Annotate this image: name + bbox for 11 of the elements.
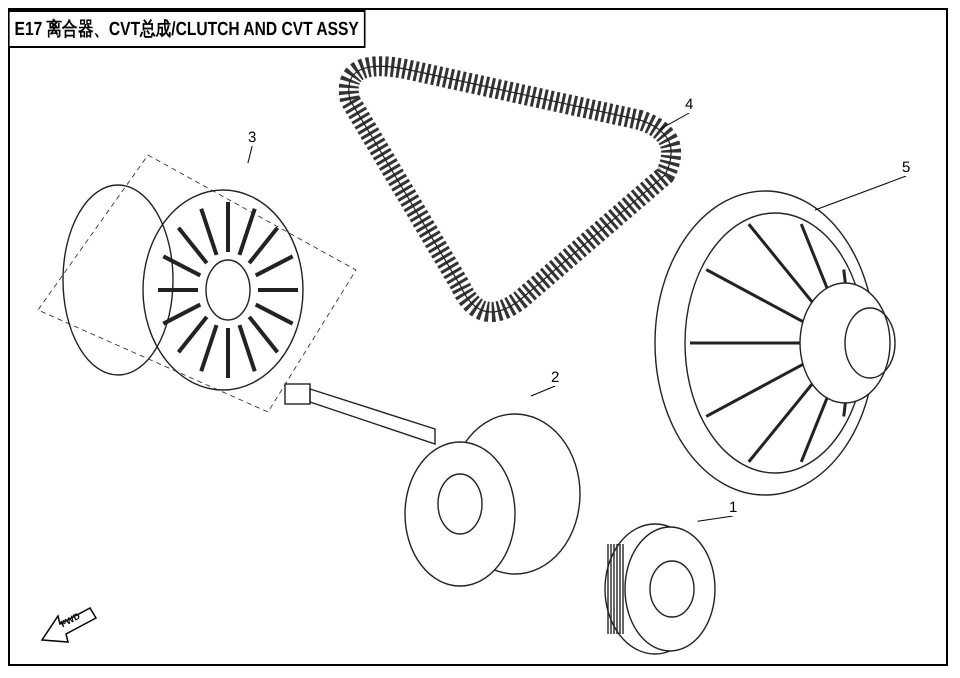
callout-number: 2	[549, 370, 562, 386]
callout-number: 3	[246, 130, 258, 146]
leader-line	[247, 146, 253, 164]
title: E17 离合器、CVT总成/CLUTCH AND CVT ASSY	[8, 10, 366, 48]
callout-number: 4	[683, 97, 696, 113]
leader-line	[660, 112, 690, 130]
callout-number: 5	[900, 160, 912, 176]
leader-line	[530, 386, 556, 396]
leader-line	[814, 176, 907, 210]
callout-number: 1	[727, 500, 740, 516]
leader-line	[697, 516, 734, 522]
